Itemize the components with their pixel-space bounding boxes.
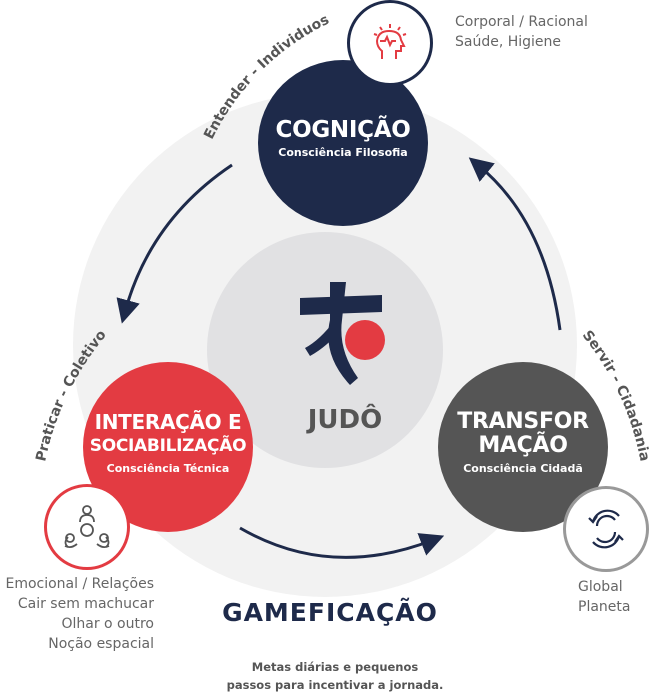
interacao-subtitle: Consciência Técnica xyxy=(106,461,230,475)
note: Olhar o outro xyxy=(61,616,154,632)
note: Noção espacial xyxy=(48,636,154,652)
note: Corporal / Racional xyxy=(455,14,588,30)
note: Saúde, Higiene xyxy=(455,34,562,50)
arrow-left xyxy=(116,163,233,324)
cycle-arrows-icon xyxy=(563,486,649,572)
cognicao-title: COGNIÇÃO xyxy=(275,116,411,143)
transformacao-notes: Global Planeta xyxy=(578,577,630,617)
cognicao-subtitle: Consciência Filosofia xyxy=(278,145,408,159)
inner-circle xyxy=(207,232,443,468)
node-cognicao: COGNIÇÃO Consciência Filosofia xyxy=(258,60,428,226)
gameficacao-title: GAMEFICAÇÃO xyxy=(222,598,438,627)
center-label: JUDÔ xyxy=(307,405,383,435)
note: Emocional / Relações xyxy=(5,576,154,592)
judo-logo xyxy=(300,282,385,385)
interacao-title-line1: INTERAÇÃO E xyxy=(94,409,242,434)
arrow-right xyxy=(468,157,562,331)
note: Global xyxy=(578,579,623,595)
cognicao-notes: Corporal / Racional Saúde, Higiene xyxy=(455,12,588,52)
interacao-title-line2: SOCIABILIZAÇÃO xyxy=(89,435,247,456)
note: Cair sem machucar xyxy=(17,596,154,612)
node-transformacao: TRANSFOR MAÇÃO Consciência Cidadã xyxy=(438,362,608,532)
description-line: Metas diárias e pequenos xyxy=(251,660,419,674)
transformacao-title-line2: MAÇÃO xyxy=(478,432,568,458)
head-brain-icon xyxy=(347,0,433,86)
arrow-bottom xyxy=(239,526,445,559)
note: Planeta xyxy=(578,599,631,615)
gameficacao-description: Metas diárias e pequenos passos para inc… xyxy=(200,658,470,694)
transformacao-title-line1: TRANSFOR xyxy=(457,408,589,434)
transformacao-subtitle: Consciência Cidadã xyxy=(463,461,583,475)
group-people-icon xyxy=(44,484,130,570)
interacao-notes: Emocional / Relações Cair sem machucar O… xyxy=(0,574,154,654)
description-line: passos para incentivar a jornada. xyxy=(226,678,444,692)
